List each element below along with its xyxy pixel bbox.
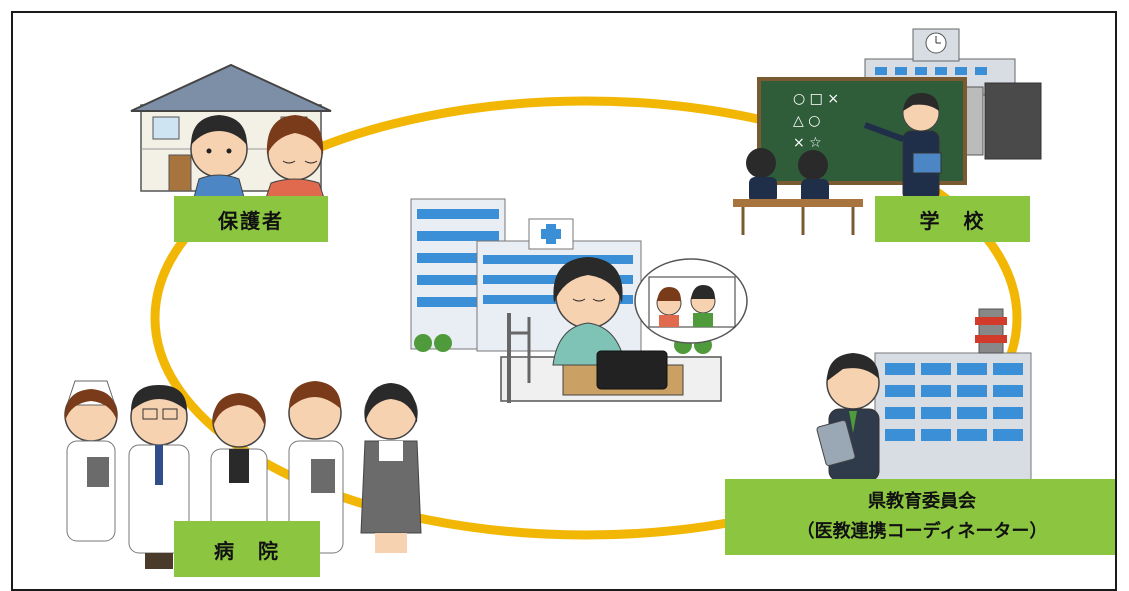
coordinator-illustration — [816, 353, 880, 482]
svg-text:× ☆: × ☆ — [793, 135, 822, 151]
parents-illustration — [190, 115, 326, 202]
connection-ring — [150, 96, 1022, 540]
patient-illustration — [552, 257, 626, 366]
svg-text:○ □ ×: ○ □ × — [793, 91, 839, 107]
school-label: 学 校 — [875, 196, 1030, 242]
svg-text:△ ○: △ ○ — [793, 113, 820, 129]
board-of-education-title: 県教育委員会 — [868, 491, 976, 512]
diagram-art: ○ □ × △ ○ × ☆ — [64, 28, 1042, 569]
video-call-bubble-icon — [634, 258, 748, 344]
board-of-education-subtitle: （医教連携コーディネーター） — [796, 521, 1048, 542]
teacher-illustration — [863, 93, 942, 202]
students-illustration — [733, 148, 863, 235]
board-of-education-label: 県教育委員会 （医教連携コーディネーター） — [725, 479, 1115, 555]
diagram-frame: ○ □ × △ ○ × ☆ — [11, 11, 1117, 591]
hospital-label: 病 院 — [174, 521, 320, 577]
tablet-icon — [562, 350, 684, 396]
office-building-icon — [874, 308, 1032, 490]
parents-label: 保護者 — [174, 196, 328, 242]
hospital-staff-illustration — [64, 380, 422, 569]
